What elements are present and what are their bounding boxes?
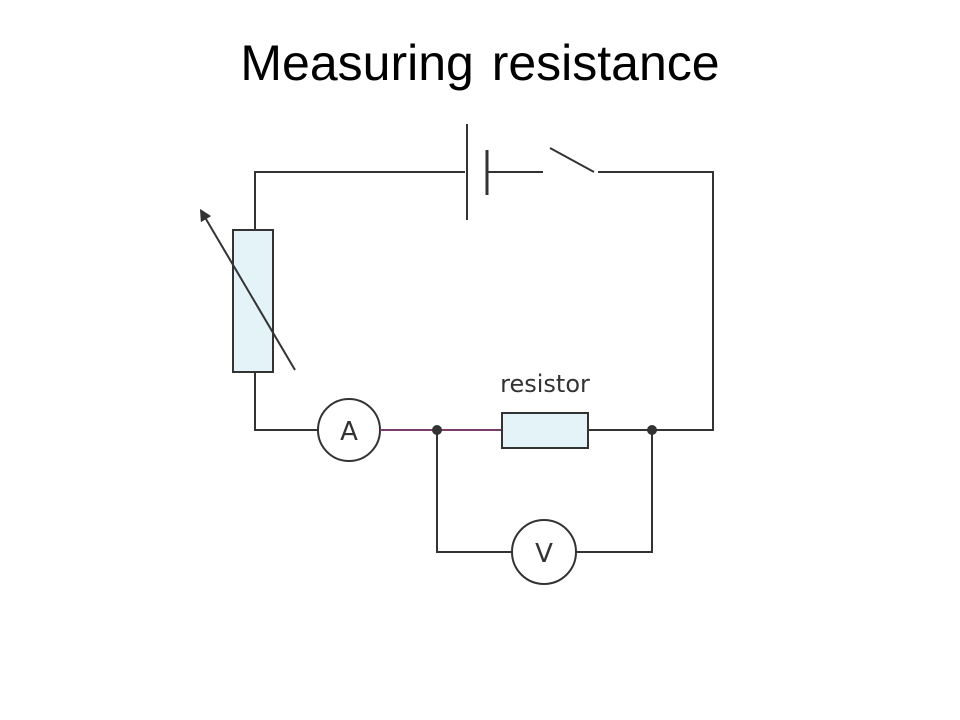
wire-voltmeter-left <box>436 430 512 553</box>
ammeter-label: A <box>340 417 358 447</box>
voltmeter: V <box>511 519 577 585</box>
wire-top-left <box>254 171 465 230</box>
resistor-label: resistor <box>500 370 590 398</box>
voltmeter-label: V <box>535 539 553 569</box>
resistor-body <box>501 412 589 449</box>
variable-resistor-arrow <box>199 208 296 371</box>
wire-varres-to-ammeter <box>254 372 318 431</box>
wire-top-right <box>598 171 714 431</box>
resistor: resistor <box>500 370 590 449</box>
slide-title: Measuring resistance <box>240 35 720 91</box>
ammeter: A <box>317 398 381 462</box>
wire-voltmeter-right <box>576 430 653 553</box>
switch-blade <box>549 147 595 173</box>
variable-resistor <box>199 208 296 373</box>
battery <box>466 124 489 220</box>
voltmeter-circle <box>511 519 577 585</box>
variable-resistor-body <box>232 229 274 373</box>
